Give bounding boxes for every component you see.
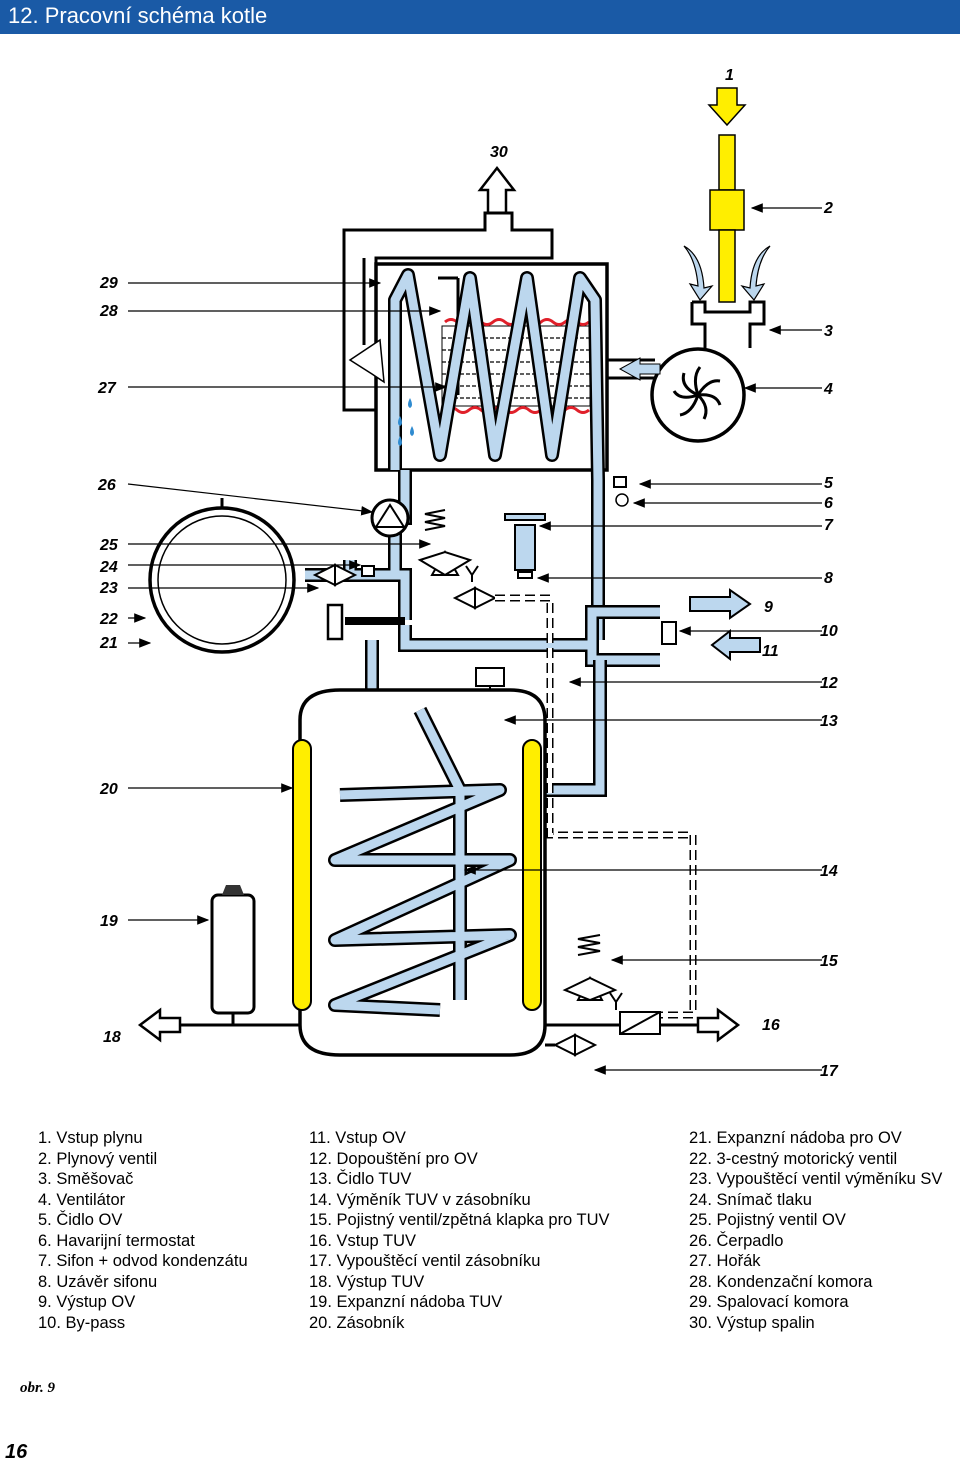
svg-text:13: 13: [820, 713, 838, 730]
dhw-outlet-arrow: [137, 1007, 182, 1043]
legend-item: 5. Čidlo OV: [38, 1211, 123, 1229]
svg-text:28: 28: [99, 303, 118, 320]
legend-item: 20. Zásobník: [309, 1313, 405, 1332]
legend-column-2: 11. Vstup OV 12. Dopouštění pro OV 13. Č…: [309, 1128, 610, 1333]
dhw-coil: [328, 706, 517, 1017]
svg-text:16: 16: [762, 1017, 780, 1034]
svg-text:10: 10: [820, 623, 838, 640]
svg-text:8: 8: [824, 570, 833, 587]
legend-item: 1. Vstup plynu: [38, 1129, 143, 1147]
flue-outlet: [342, 165, 554, 412]
legend-item: 19. Expanzní nádoba TUV: [309, 1293, 503, 1311]
legend-item: 4. Ventilátor: [38, 1190, 126, 1209]
svg-text:14: 14: [820, 863, 838, 880]
page-title: 12. Pracovní schéma kotle: [8, 3, 268, 28]
ch-arrows: [689, 588, 761, 662]
svg-text:25: 25: [99, 537, 119, 554]
svg-text:23: 23: [99, 580, 118, 597]
fan-icon: [607, 300, 766, 443]
expansion-vessel-ov: [148, 498, 296, 654]
siphon: [504, 513, 546, 579]
svg-text:11: 11: [762, 643, 779, 660]
legend-item: 18. Výstup TUV: [309, 1272, 425, 1291]
svg-text:3: 3: [824, 323, 833, 340]
legend-column-1: 1. Vstup plynu 2. Plynový ventil 3. Směš…: [38, 1128, 248, 1333]
legend-item: 15. Pojistný ventil/zpětná klapka pro TU…: [309, 1211, 610, 1229]
title-bar: 12. Pracovní schéma kotle: [0, 0, 960, 34]
legend-item: 25. Pojistný ventil OV: [689, 1211, 846, 1229]
air-flow-icon: [683, 245, 771, 302]
svg-text:5: 5: [824, 475, 834, 492]
legend-item: 12. Dopouštění pro OV: [309, 1149, 478, 1168]
svg-text:4: 4: [823, 381, 833, 398]
legend-item: 21. Expanzní nádoba pro OV: [689, 1129, 902, 1147]
svg-text:12: 12: [820, 675, 838, 692]
legend-item: 28. Kondenzační komora: [689, 1272, 873, 1291]
svg-text:18: 18: [103, 1029, 121, 1046]
valve-icon: [312, 563, 598, 1057]
legend-item: 29. Spalovací komora: [689, 1293, 849, 1311]
legend-item: 17. Vypouštěcí ventil zásobníku: [309, 1252, 541, 1270]
svg-text:22: 22: [99, 611, 118, 628]
drop-icon: [398, 398, 414, 446]
legend-item: 6. Havarijní termostat: [38, 1231, 195, 1250]
legend-item: 14. Výměník TUV v zásobníku: [309, 1190, 531, 1209]
svg-text:24: 24: [99, 559, 118, 576]
legend-item: 30. Výstup spalin: [689, 1313, 815, 1332]
legend-item: 3. Směšovač: [38, 1170, 134, 1188]
svg-text:6: 6: [824, 495, 833, 512]
page-number: 16: [5, 1441, 28, 1463]
svg-text:17: 17: [820, 1063, 839, 1080]
gas-inlet: [707, 87, 747, 303]
legend-column-3: 21. Expanzní nádoba pro OV 22. 3-cestný …: [689, 1128, 942, 1333]
pressure-sensor: [361, 565, 375, 577]
boiler-diagram: 1 2 3 4 5 6 7 8 9 10 11 12 13 14 15 16 1…: [97, 67, 839, 1080]
legend-item: 24. Snímač tlaku: [689, 1190, 812, 1209]
svg-text:9: 9: [764, 599, 773, 616]
legend-item: 13. Čidlo TUV: [309, 1170, 412, 1188]
safety-valve-ov: [417, 509, 479, 582]
legend-item: 2. Plynový ventil: [38, 1149, 158, 1168]
legend-item: 27. Hořák: [689, 1252, 761, 1270]
svg-text:30: 30: [490, 144, 508, 161]
legend-item: 11. Vstup OV: [309, 1129, 406, 1147]
safety-valve-dhw: [562, 934, 661, 1035]
svg-text:7: 7: [824, 517, 834, 534]
svg-text:26: 26: [97, 477, 116, 494]
heat-exchanger-coil: [388, 268, 605, 640]
legend-item: 9. Výstup OV: [38, 1293, 136, 1311]
legend-item: 26. Čerpadlo: [689, 1231, 784, 1250]
callout-numbers: 1 2 3 4 5 6 7 8 9 10 11 12 13 14 15 16 1…: [97, 67, 839, 1080]
svg-text:27: 27: [97, 380, 117, 397]
legend-item: 16. Vstup TUV: [309, 1231, 417, 1250]
legend-item: 8. Uzávěr sifonu: [38, 1272, 158, 1291]
dhw-inlet-arrow: [696, 1007, 741, 1043]
svg-text:15: 15: [820, 953, 839, 970]
svg-text:19: 19: [100, 913, 118, 930]
legend-item: 7. Sifon + odvod kondenzátu: [38, 1252, 248, 1270]
svg-text:1: 1: [725, 67, 734, 84]
pump-icon: [370, 498, 410, 538]
dhw-tank: [292, 688, 547, 1057]
legend-item: 10. By-pass: [38, 1313, 126, 1332]
svg-text:29: 29: [99, 275, 118, 292]
expansion-vessel-dhw: [210, 885, 256, 1025]
legend-item: 22. 3-cestný motorický ventil: [689, 1149, 898, 1168]
svg-text:20: 20: [99, 781, 118, 798]
svg-text:2: 2: [823, 200, 833, 217]
svg-text:21: 21: [99, 635, 118, 652]
figure-label: obr. 9: [20, 1380, 56, 1396]
legend-item: 23. Vypouštěcí ventil výměníku SV: [689, 1170, 943, 1188]
